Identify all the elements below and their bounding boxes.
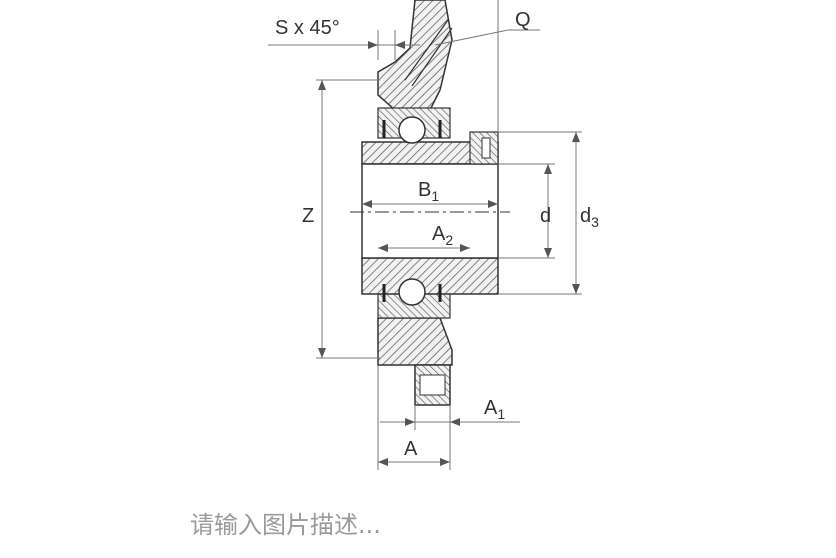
label-chamfer: S x 45° (275, 17, 340, 39)
housing-upper (377, 0, 453, 111)
dimension-lines (268, 0, 582, 470)
ball-lower (398, 278, 426, 306)
seals (382, 120, 442, 302)
ball-upper (398, 116, 426, 144)
label-z: Z (302, 205, 314, 227)
image-caption-input[interactable] (190, 505, 610, 545)
bearing-unit-drawing: S x 45° Q Z B1 d d3 A2 A1 A (268, 0, 599, 470)
housing-lower (377, 317, 453, 406)
label-a2: A2 (432, 223, 453, 248)
label-d: d (540, 205, 551, 227)
label-a: A (404, 438, 418, 460)
label-b1: B1 (418, 179, 439, 204)
inner-ring (361, 131, 499, 295)
label-q: Q (515, 9, 531, 31)
label-a1: A1 (484, 397, 505, 422)
arrowheads (318, 41, 580, 466)
label-d3: d3 (580, 205, 599, 230)
